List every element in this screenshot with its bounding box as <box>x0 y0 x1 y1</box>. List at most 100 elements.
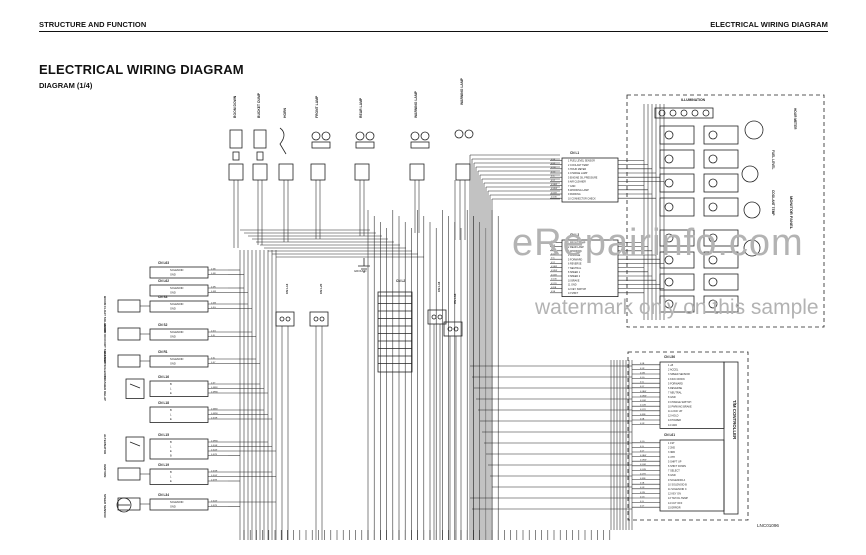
wire-code: 0.5GR <box>551 274 557 276</box>
tm-controller-label: T/M CONTROLLER <box>732 400 737 440</box>
wire-code: 0.5G <box>640 441 645 443</box>
wire-code: 0.5L <box>551 176 556 178</box>
cn-l16-pin-label: B <box>170 382 172 386</box>
header-rule <box>39 31 828 32</box>
wire-code: 0.5R <box>551 163 556 165</box>
wire-code: 0.5W <box>551 249 556 251</box>
wire-code: 0.5GR <box>211 470 218 472</box>
cn-l1-signal: 4 CHARGE LAMP <box>568 172 588 175</box>
wire-code: 0.5GR <box>551 192 557 194</box>
indicator-bulb-lower <box>708 233 718 243</box>
wire-code: 0.5YR <box>640 409 646 411</box>
cn-s2-housing <box>149 328 209 341</box>
wire-code: 0.5B <box>551 291 556 293</box>
wire-code: 0.5GR <box>640 464 647 466</box>
warning-bulb-c <box>464 129 474 139</box>
cn-l18-pin-label: L <box>170 413 172 417</box>
boom-down-switch-body <box>229 129 243 149</box>
cn-l34-pin-label: GND <box>170 505 176 509</box>
wire-code: 0.5RW <box>211 391 219 393</box>
cn-l18-pin-label: B <box>170 408 172 412</box>
bucket-dump-switch-terminal <box>256 151 264 161</box>
indicator-bulb <box>664 154 674 164</box>
indicator-bulb-lower <box>664 299 674 309</box>
cn-l61-signal: 11 SOLENOID C <box>668 488 687 491</box>
cn-l63-label: CN L63 <box>158 261 169 265</box>
indicator-bulb <box>708 202 718 212</box>
cn-l56-signal: 3 SPEED SENSOR <box>668 373 690 376</box>
cn-l2-housing <box>561 239 619 297</box>
warning-connector-2 <box>455 163 471 181</box>
cn-l61-signal: 3 3RD <box>668 451 675 454</box>
illumination-bulb <box>702 109 710 117</box>
wire-code: 0.5YR <box>640 473 646 475</box>
rear-lamp-label: REAR LAMP <box>359 97 363 118</box>
cn-l16-relay-box <box>125 378 145 399</box>
wire-code: 0.5BW <box>640 455 646 457</box>
cn-l61-signal: 9 SOLENOID A <box>668 479 686 482</box>
cn-l2-signal: 2 REAR LAMP <box>568 246 584 249</box>
cn-l16-pin-label: L <box>170 387 172 391</box>
wire-code: 0.5Y <box>551 262 556 264</box>
indicator-bulb <box>664 130 674 140</box>
contact <box>129 383 141 389</box>
cn-s3-label: CN S3 <box>158 295 168 299</box>
cn-l16-mid-pin-a <box>431 314 437 320</box>
indicator-cell-lower <box>703 295 739 313</box>
cn-l20-housing <box>309 311 329 327</box>
wire-code: 0.85B <box>640 414 646 416</box>
wire-code: 0.5W <box>211 291 217 293</box>
cn-l16-housing <box>149 380 209 397</box>
wire-code: 0.5RW <box>640 460 646 462</box>
wire-code: 0.5B <box>551 241 556 243</box>
wire-code: 0.5W <box>640 492 645 494</box>
tm-controller-body <box>723 361 739 515</box>
cn-l1-signal: 2 COOLANT TEMP <box>568 164 589 167</box>
indicator-cell <box>659 173 695 193</box>
indicator-cell-lower <box>659 295 695 313</box>
cn-l56-signal: 14 GND <box>668 424 677 427</box>
bucket-dump-switch-label: BUCKET DUMP <box>257 92 261 118</box>
ground-symbol <box>358 258 370 273</box>
cn-l56-signal: 11 LOCK UP <box>668 410 683 413</box>
cn-l18-pin-label: E <box>170 417 172 421</box>
cn-l2-signal: 7 NEUTRAL <box>568 267 582 270</box>
wire-code: 0.5R <box>211 273 216 275</box>
wire-code: 0.5LW <box>211 449 218 451</box>
cn-l56-signal: 10 PARKING BRAKE <box>668 405 692 408</box>
cn-r1-label: CN R1 <box>158 350 168 354</box>
illumination-bulb <box>691 109 699 117</box>
cn-l2-signal: 9 SPEED 2 <box>568 275 581 278</box>
cn-l15-pin-label: E <box>170 449 172 453</box>
cn-l15-label: CN L15 <box>158 433 169 437</box>
wire-code: 0.5W <box>640 372 645 374</box>
cn-l20-pin-b <box>319 316 325 322</box>
cn-l56-signal: 12 HOLD <box>668 415 679 418</box>
wire-code: 0.5L <box>640 501 645 503</box>
cn-l1-signal: 8 WORKING LAMP <box>568 189 589 192</box>
cn-l2-signal: 13 SHIFT <box>568 292 579 295</box>
indicator-cell-lower <box>703 229 739 247</box>
ground-label: GROUND <box>354 269 366 273</box>
cn-r1-coil <box>117 354 141 368</box>
monitor-panel-frame <box>626 94 825 328</box>
fuel-level-gauge <box>741 165 759 183</box>
indicator-bulb <box>708 154 718 164</box>
cn-l2-signal: 1 FRONT LAMP <box>568 242 586 245</box>
wire-code: 0.5RW <box>551 188 557 190</box>
cn-l1-signal: 9 PARKING <box>568 193 581 196</box>
wire-code: 0.5B <box>640 483 645 485</box>
wire-code: 0.5LW <box>551 279 557 281</box>
indicator-cell <box>659 149 695 169</box>
front-lamp-bulb-2 <box>321 131 331 141</box>
cn-l1-label: CN L1 <box>570 151 579 155</box>
cn-s3-pin-label: SOLENOID <box>170 302 184 306</box>
cn-l16-mid-label: CN L16 <box>437 281 441 292</box>
cn-l34-pin-label: SOLENOID <box>170 500 184 504</box>
central-junction-block <box>377 291 413 373</box>
cn-l2-label: CN L2 <box>570 233 579 237</box>
cn-l56-signal: 4 KICK DOWN <box>668 378 685 381</box>
wire-code: 0.85B <box>640 478 646 480</box>
cn-l2-signal: 4 CHARGE <box>568 254 581 257</box>
